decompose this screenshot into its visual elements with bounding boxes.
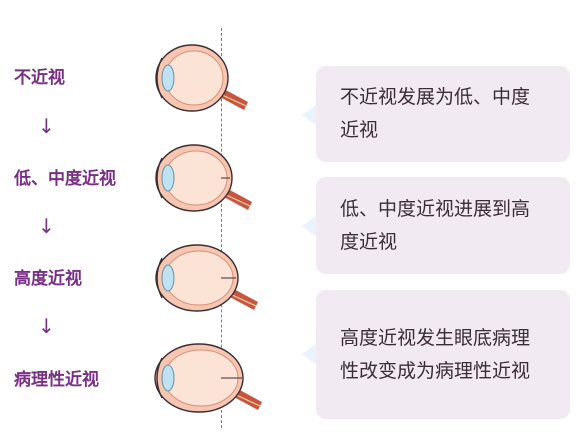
eye-high-myopia-icon [155, 244, 258, 312]
callout-pointer [302, 105, 316, 125]
down-arrow-icon: ↓ [38, 114, 55, 138]
stage-label-normal: 不近视 [14, 68, 65, 88]
eye-mild-myopia-icon [155, 144, 252, 212]
eye-normal-icon [155, 44, 248, 112]
reference-dashed-line [221, 28, 222, 428]
callout-text: 高度近视发生眼底病理性改变成为病理性近视 [340, 326, 531, 382]
callout-high-to-pathologic: 高度近视发生眼底病理性改变成为病理性近视 [316, 290, 570, 419]
down-arrow-icon: ↓ [38, 314, 55, 338]
down-arrow-icon: ↓ [38, 214, 55, 238]
eye-pathologic-myopia-icon [154, 343, 262, 413]
stage-label-mild: 低、中度近视 [14, 169, 116, 189]
callout-text: 不近视发展为低、中度近视 [340, 86, 531, 141]
callout-mild-to-high: 低、中度近视进展到高度近视 [316, 177, 570, 274]
callout-pointer [302, 344, 316, 364]
stage-label-high: 高度近视 [14, 269, 82, 289]
callout-pointer [302, 216, 316, 236]
callout-normal-to-mild: 不近视发展为低、中度近视 [316, 66, 570, 162]
callout-text: 低、中度近视进展到高度近视 [340, 197, 531, 253]
stage-label-pathologic: 病理性近视 [14, 370, 99, 390]
